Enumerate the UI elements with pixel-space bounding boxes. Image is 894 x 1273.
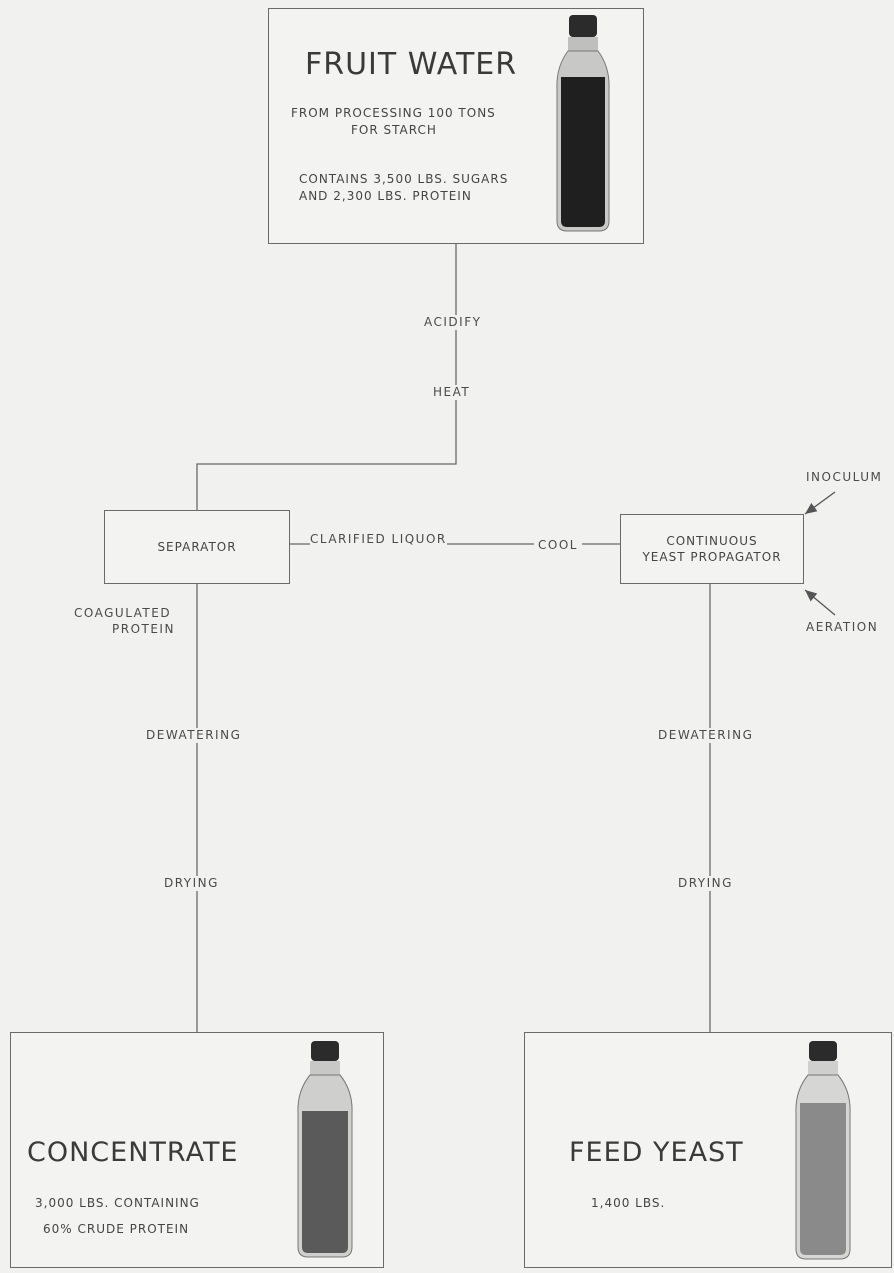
fruit-water-box: FRUIT WATER FROM PROCESSING 100 TONS FOR… (268, 8, 644, 244)
propagator-line1: CONTINUOUS (621, 533, 803, 549)
aeration-label: AERATION (806, 620, 878, 635)
concentrate-line1: 3,000 LBS. CONTAINING (35, 1195, 200, 1211)
dewatering-right-label: DEWATERING (658, 728, 753, 743)
drying-left-label: DRYING (164, 876, 219, 891)
yeast-propagator-box: CONTINUOUS YEAST PROPAGATOR (620, 514, 804, 584)
fruit-water-line2: FOR STARCH (351, 122, 437, 138)
drying-right-label: DRYING (678, 876, 733, 891)
acidify-label: ACIDIFY (424, 315, 481, 330)
inoculum-label: INOCULUM (806, 470, 882, 485)
dewatering-left-label: DEWATERING (146, 728, 241, 743)
inoculum-arrow (805, 492, 835, 514)
heat-label: HEAT (433, 385, 470, 400)
fruit-water-line1: FROM PROCESSING 100 TONS (291, 105, 496, 121)
feed-yeast-box: FEED YEAST 1,400 LBS. (524, 1032, 892, 1268)
fruit-water-title: FRUIT WATER (305, 47, 517, 82)
fruit-water-bottle (553, 15, 613, 237)
concentrate-title: CONCENTRATE (27, 1137, 239, 1168)
propagator-line2: YEAST PROPAGATOR (621, 549, 803, 565)
separator-box: SEPARATOR (104, 510, 290, 584)
concentrate-box: CONCENTRATE 3,000 LBS. CONTAINING 60% CR… (10, 1032, 384, 1268)
cool-label: COOL (534, 538, 582, 553)
feed-yeast-title: FEED YEAST (569, 1137, 744, 1168)
fruit-water-line4: AND 2,300 LBS. PROTEIN (299, 188, 472, 204)
concentrate-line2: 60% CRUDE PROTEIN (43, 1221, 189, 1237)
feed-yeast-line1: 1,400 LBS. (591, 1195, 665, 1211)
separator-label: SEPARATOR (105, 539, 289, 555)
feed-yeast-bottle (791, 1041, 855, 1265)
clarified-liquor-label: CLARIFIED LIQUOR (310, 532, 447, 547)
fruit-water-line3: CONTAINS 3,500 LBS. SUGARS (299, 171, 508, 187)
coagulated-line1: COAGULATED (74, 606, 171, 621)
line-fruitwater-to-separator (197, 244, 456, 510)
coagulated-line2: PROTEIN (112, 622, 175, 637)
concentrate-bottle (293, 1041, 357, 1263)
aeration-arrow (805, 590, 835, 615)
